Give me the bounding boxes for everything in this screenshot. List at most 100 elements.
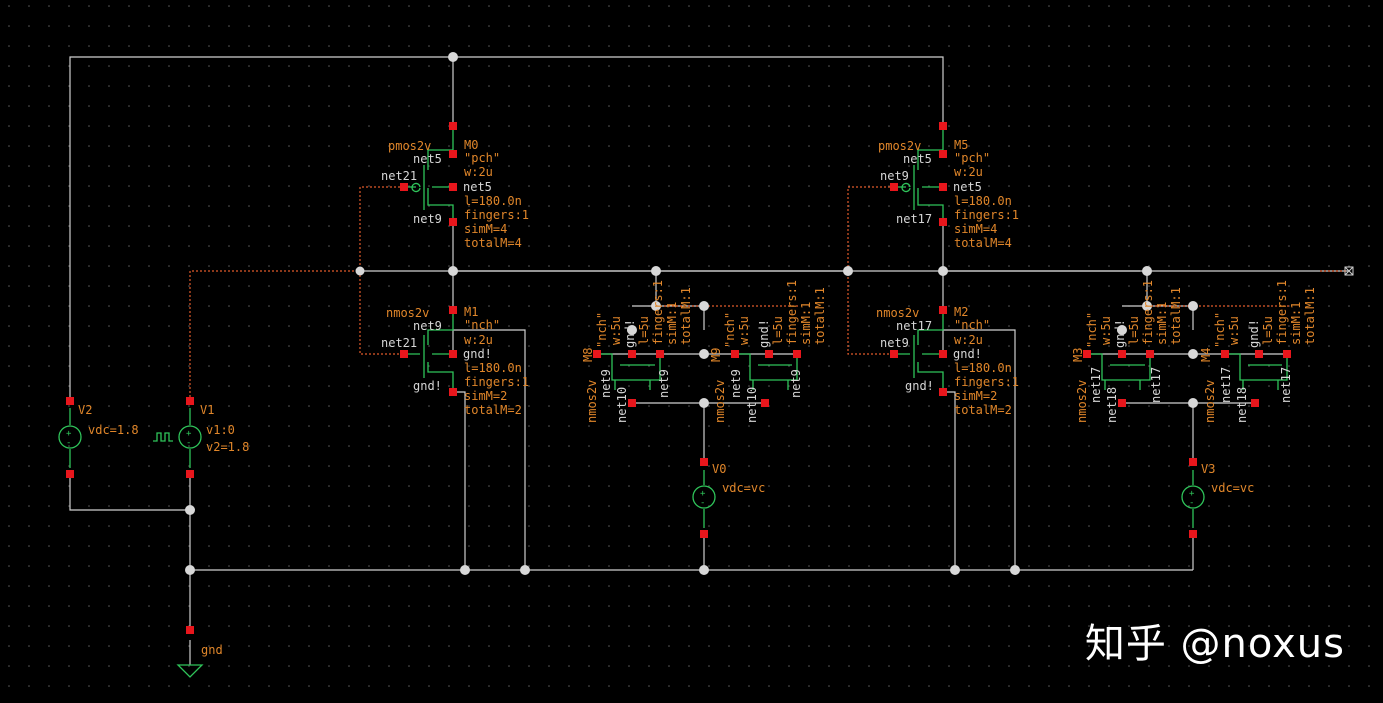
length-label: l=5u: [1261, 316, 1275, 345]
watermark: 知乎 @noxus: [1084, 621, 1345, 667]
model-label: "pch": [954, 151, 990, 165]
ground-label: gnd: [201, 643, 223, 657]
totalm-label: totalM=4: [464, 236, 522, 250]
nmos-M1[interactable]: [404, 310, 454, 392]
simm-label: simM:1: [799, 302, 813, 345]
vdc-source-V2[interactable]: + -: [58, 408, 82, 468]
length-label: l=180.0n: [954, 194, 1012, 208]
totalm-label: totalM:1: [813, 287, 827, 345]
vdc-source-V0[interactable]: + -: [692, 470, 716, 528]
net-label: gnd!: [413, 379, 442, 393]
pmos-M0[interactable]: [404, 126, 454, 222]
nmos-M2[interactable]: [894, 310, 944, 392]
vdc-source-V3[interactable]: + -: [1181, 470, 1205, 528]
width-label: w:2u: [954, 333, 983, 347]
net-label: gnd!: [905, 379, 934, 393]
instance-label: M3: [1071, 348, 1085, 362]
source-value-label: v1:0: [206, 423, 235, 437]
label-group-M8: M8 "nch" w:5u gnd! l=5u fingers:1 simM:1…: [581, 280, 693, 423]
fingers-label: fingers:1: [785, 280, 799, 345]
svg-text:+: +: [186, 429, 192, 439]
source-value-label: v2=1.8: [206, 440, 249, 454]
net-label: net18: [1235, 387, 1249, 423]
simm-label: simM:1: [1289, 302, 1303, 345]
cell-label: nmos2v: [876, 306, 919, 320]
width-label: w:2u: [464, 165, 493, 179]
instance-label: V0: [712, 462, 726, 476]
net-label: gnd!: [953, 347, 982, 361]
net-label: net9: [880, 169, 909, 183]
label-group-M3: M3 "nch" w:5u gnd! l=5u fingers:1 simM:1…: [1071, 280, 1183, 423]
net-label: net9: [880, 336, 909, 350]
width-label: w:5u: [1227, 316, 1241, 345]
model-label: "pch": [464, 151, 500, 165]
source-value-label: vdc=vc: [722, 481, 765, 495]
label-group-sources: V2 vdc=1.8 V1 v1:0 v2=1.8 V0 vdc=vc V3 v…: [78, 403, 1254, 657]
label-group-M0: pmos2v M0 net5 "pch" net21 w:2u net5 l=1…: [381, 138, 529, 250]
net-terminator-icon: [1344, 266, 1354, 276]
totalm-label: totalM:1: [1169, 287, 1183, 345]
svg-text:+: +: [66, 429, 72, 439]
source-value-label: vdc=vc: [1211, 481, 1254, 495]
varactor-M8[interactable]: [597, 353, 661, 390]
net-label: net9: [657, 369, 671, 398]
length-label: l=180.0n: [954, 361, 1012, 375]
net-label: net9: [413, 319, 442, 333]
instance-label: V2: [78, 403, 92, 417]
varactor-M9[interactable]: [735, 353, 798, 390]
net-label: gnd!: [463, 347, 492, 361]
svg-text:-: -: [1189, 498, 1194, 508]
instance-label: M5: [954, 138, 968, 152]
net-label: net18: [1105, 387, 1119, 423]
length-label: l=5u: [771, 316, 785, 345]
svg-text:-: -: [66, 438, 71, 448]
simm-label: simM:1: [1155, 302, 1169, 345]
model-label: "nch": [1213, 312, 1227, 348]
net-label: net10: [615, 387, 629, 423]
fingers-label: fingers:1: [954, 208, 1019, 222]
net-label: net5: [463, 180, 492, 194]
instance-label: V3: [1201, 462, 1215, 476]
label-group-M4: M4 "nch" w:5u gnd! l=5u fingers:1 simM:1…: [1199, 280, 1317, 423]
cell-label: pmos2v: [878, 139, 921, 153]
varactor-M3[interactable]: [1087, 353, 1151, 390]
fingers-label: fingers:1: [464, 375, 529, 389]
vpulse-source-V1[interactable]: + -: [153, 408, 202, 468]
svg-text:+: +: [700, 489, 706, 499]
label-group-M9: M9 "nch" w:5u gnd! l=5u fingers:1 simM:1…: [709, 280, 827, 423]
model-label: "nch": [464, 318, 500, 332]
net-label: net9: [789, 369, 803, 398]
net-label: gnd!: [757, 319, 771, 348]
instance-label: V1: [200, 403, 214, 417]
totalm-label: totalM=4: [954, 236, 1012, 250]
width-label: w:5u: [1099, 316, 1113, 345]
ground-symbol[interactable]: [176, 664, 204, 678]
net-label: net10: [745, 387, 759, 423]
model-label: "nch": [954, 318, 990, 332]
cell-label: pmos2v: [388, 139, 431, 153]
net-label: net17: [1279, 367, 1293, 403]
label-group-M2: nmos2v M2 net17 "nch" net9 w:2u gnd! l=1…: [876, 305, 1019, 417]
net-label: net9: [413, 212, 442, 226]
instance-label: M2: [954, 305, 968, 319]
net-label: gnd!: [1113, 319, 1127, 348]
varactor-M4[interactable]: [1225, 353, 1288, 390]
width-label: w:5u: [609, 316, 623, 345]
fingers-label: fingers:1: [954, 375, 1019, 389]
totalm-label: totalM:1: [679, 287, 693, 345]
label-group-M1: nmos2v M1 net9 "nch" net21 w:2u gnd! l=1…: [381, 305, 529, 417]
net-label: net21: [381, 169, 417, 183]
pmos-M5[interactable]: [894, 126, 944, 222]
width-label: w:2u: [464, 333, 493, 347]
instance-label: M1: [464, 305, 478, 319]
pins: [66, 122, 1291, 634]
cell-label: nmos2v: [1075, 380, 1089, 423]
svg-text:-: -: [700, 498, 705, 508]
cell-label: nmos2v: [386, 306, 429, 320]
width-label: w:5u: [737, 316, 751, 345]
net-label: net17: [1089, 367, 1103, 403]
net-label: net5: [953, 180, 982, 194]
cell-label: nmos2v: [713, 380, 727, 423]
instance-label: M8: [581, 348, 595, 362]
